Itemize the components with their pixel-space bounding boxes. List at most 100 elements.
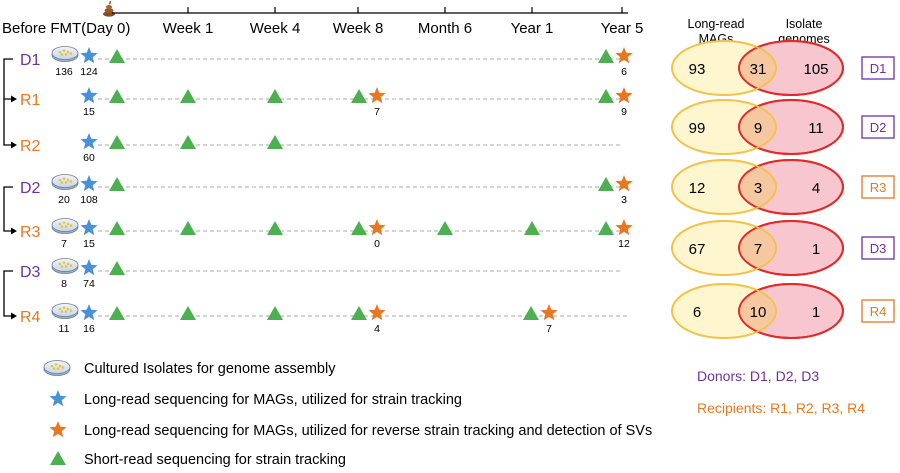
green-triangle-icon: [180, 89, 196, 103]
colony-dot: [69, 52, 73, 55]
row-label-r3: R3: [20, 224, 41, 241]
timeline-label: Year 5: [601, 20, 644, 37]
green-triangle-icon: [50, 451, 66, 465]
orange-star-icon: [615, 219, 633, 236]
venn-overlap-count: 9: [754, 120, 762, 137]
green-triangle-icon: [598, 221, 614, 235]
bracket-line: [3, 270, 13, 317]
d2-r3-connector: [3, 186, 17, 235]
dish-top: [51, 174, 79, 188]
legend-item-1: Cultured Isolates for genome assembly: [43, 360, 336, 377]
venn-right-count: 105: [803, 61, 828, 78]
venn-sample-box: [861, 115, 895, 139]
green-triangle-icon: [437, 221, 453, 235]
green-triangle-icon: [267, 221, 283, 235]
long-read-count: 108: [80, 194, 98, 206]
colony-dot: [62, 49, 66, 52]
colony-dot: [66, 262, 70, 266]
row-label-d2: D2: [20, 180, 41, 197]
bracket-line: [3, 58, 13, 100]
green-triangle-icon: [598, 177, 614, 191]
colony-dot: [64, 265, 68, 268]
venn-sample-box: [861, 175, 895, 199]
row-label-r4: R4: [20, 309, 41, 326]
venn-overlap-region: [739, 100, 776, 154]
timeline-label: Week 1: [163, 20, 214, 37]
green-triangle-icon: [523, 306, 539, 320]
green-triangle-icon: [598, 89, 614, 103]
green-triangle-icon: [267, 306, 283, 320]
isolate-genomes-outline: [738, 283, 844, 339]
colony-dot: [58, 178, 62, 182]
long-read-count: 15: [83, 106, 95, 118]
colony-dot: [64, 53, 68, 56]
row-label-d3: D3: [20, 264, 41, 281]
venn-sample-label: D2: [870, 120, 887, 135]
timeline-label: Week 4: [250, 20, 301, 37]
legend-text: Cultured Isolates for genome assembly: [84, 361, 336, 377]
green-triangle-icon: [351, 89, 367, 103]
green-triangle-icon: [109, 89, 125, 103]
legend-text: Short-read sequencing for strain trackin…: [84, 452, 346, 468]
bracket-arrowhead: [11, 312, 17, 320]
orange-star-icon: [615, 47, 633, 64]
venn-right-count: 11: [808, 120, 824, 137]
green-triangle-icon: [109, 177, 125, 191]
petri-dish-icon: [43, 360, 71, 376]
colony-dot: [60, 310, 64, 313]
isolate-count: 11: [59, 323, 70, 335]
venn-left-count: 99: [689, 120, 706, 137]
blue-star-icon: [80, 87, 98, 104]
petri-dish-icon: [51, 174, 79, 190]
colony-dot: [62, 261, 66, 264]
long-read-count: 16: [83, 323, 95, 335]
reverse-tracking-count: 6: [621, 66, 627, 78]
legend-item-4: Short-read sequencing for strain trackin…: [50, 451, 346, 468]
dish-top: [51, 218, 79, 232]
bracket-line: [3, 186, 13, 232]
isolate-count: 7: [61, 238, 67, 250]
colony-dot: [66, 307, 70, 311]
colony-dot: [60, 53, 64, 56]
colony-dot: [64, 310, 68, 313]
colony-dot: [69, 309, 73, 312]
blue-star-icon: [49, 390, 67, 407]
blue-star-icon: [80, 219, 98, 236]
venn-header-right-line1: Isolate: [786, 17, 823, 31]
venn-left-count: 67: [689, 241, 706, 258]
colony-dot: [61, 366, 65, 369]
dish-top: [51, 46, 79, 60]
green-triangle-icon: [598, 49, 614, 63]
colony-dot: [69, 180, 73, 183]
row-label-d1: D1: [20, 52, 41, 69]
colony-dot: [62, 177, 66, 180]
reverse-tracking-count: 4: [374, 323, 380, 335]
reverse-tracking-count: 0: [374, 238, 380, 250]
colony-dot: [50, 364, 54, 368]
green-triangle-icon: [351, 306, 367, 320]
orange-star-icon: [540, 304, 558, 321]
petri-dish-icon: [51, 218, 79, 234]
colony-dot: [69, 224, 73, 227]
colony-dot: [66, 222, 70, 226]
isolate-count: 8: [61, 278, 67, 290]
d1-r2-connector: [3, 99, 13, 146]
venn-overlap-count: 3: [754, 180, 762, 197]
orange-star-icon: [615, 87, 633, 104]
venn-sample-label: D3: [870, 241, 887, 256]
dish-top: [51, 303, 79, 317]
colony-dot: [56, 367, 60, 370]
venn-header-left-line1: Long-read: [688, 17, 745, 31]
petri-dish-icon: [51, 303, 79, 319]
colony-dot: [62, 221, 66, 224]
orange-star-icon: [368, 304, 386, 321]
isolate-genomes-outline: [738, 40, 844, 96]
colony-dot: [58, 50, 62, 54]
reverse-tracking-count: 7: [546, 323, 552, 335]
